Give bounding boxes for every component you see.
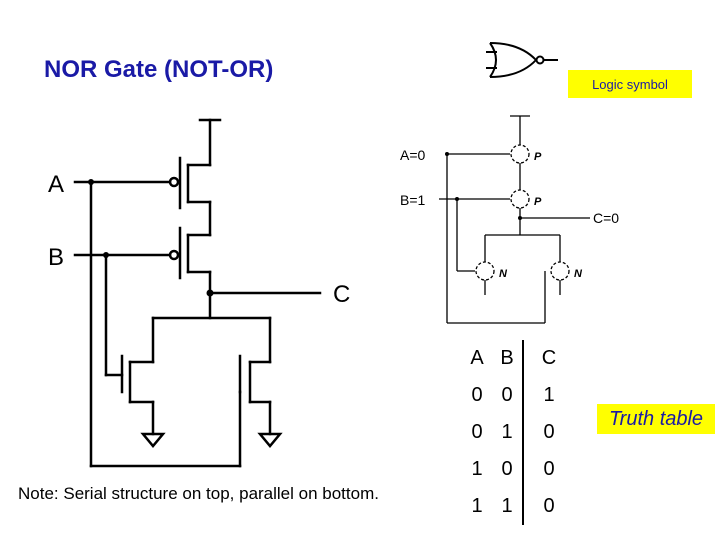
truth-table: A B C 0 0 1 0 1 0 1 0 0 1 1 0	[462, 340, 574, 525]
example-a-label: A=0	[400, 147, 426, 163]
note-text: Note: Serial structure on top, parallel …	[18, 484, 379, 503]
example-schematic: A=0 B=1 C=0 P P N N	[400, 115, 619, 324]
cell-a: 0	[471, 421, 483, 443]
cell-b: 1	[501, 495, 513, 517]
example-n2-label: N	[574, 268, 583, 280]
cell-c: 0	[522, 488, 574, 525]
table-row: 0 1 0	[462, 414, 574, 451]
cell-a: 1	[471, 458, 483, 480]
cell-c: 1	[522, 377, 574, 414]
header-a: A	[470, 347, 484, 369]
logic-symbol-label: Logic symbol	[568, 70, 692, 98]
input-b-label: B	[48, 244, 64, 271]
cell-a: 0	[471, 384, 483, 406]
table-row: 0 0 1	[462, 377, 574, 414]
cell-c: 0	[522, 414, 574, 451]
cell-b: 1	[501, 421, 513, 443]
nor-gate-symbol	[486, 42, 558, 78]
example-p1-label: P	[534, 151, 542, 163]
table-row: 1 1 0	[462, 488, 574, 525]
cell-a: 1	[471, 495, 483, 517]
cell-b: 0	[501, 458, 513, 480]
cell-c: 0	[522, 451, 574, 488]
example-n1-label: N	[499, 268, 508, 280]
table-row: 1 0 0	[462, 451, 574, 488]
example-c-label: C=0	[593, 210, 619, 226]
output-c-label: C	[333, 281, 350, 308]
input-a-label: A	[48, 171, 64, 198]
cmos-nor-schematic: A B C	[48, 118, 350, 468]
header-b: B	[500, 347, 514, 369]
example-b-label: B=1	[400, 192, 426, 208]
page-title: NOR Gate (NOT-OR)	[44, 56, 274, 83]
truth-table-label: Truth table	[597, 404, 715, 434]
example-p2-label: P	[534, 196, 542, 208]
truth-table-header: A B C	[462, 340, 574, 377]
header-c: C	[522, 340, 574, 377]
cell-b: 0	[501, 384, 513, 406]
